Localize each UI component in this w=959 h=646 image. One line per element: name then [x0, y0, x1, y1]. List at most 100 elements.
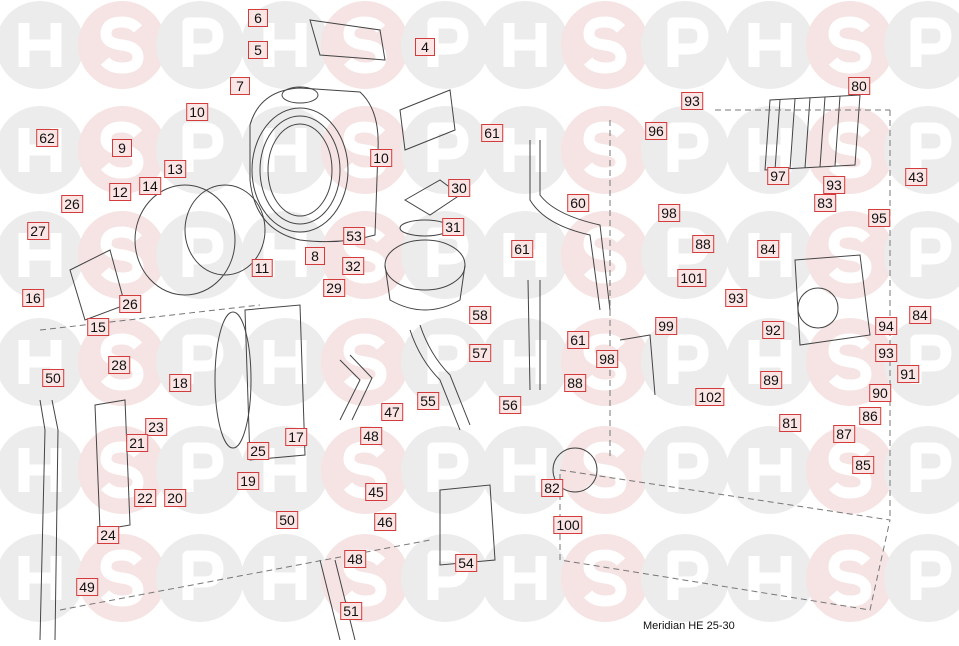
- part-number-label[interactable]: 57: [469, 344, 491, 362]
- part-number-label[interactable]: 93: [823, 176, 845, 194]
- part-number-label[interactable]: 27: [27, 222, 49, 240]
- part-number-label[interactable]: 10: [370, 149, 392, 167]
- part-number-label[interactable]: 81: [779, 414, 801, 432]
- part-number-label[interactable]: 56: [499, 396, 521, 414]
- watermark-circle: [884, 211, 959, 299]
- part-number-label[interactable]: 30: [448, 179, 470, 197]
- part-number-label[interactable]: 23: [145, 418, 167, 436]
- part-number-label[interactable]: 19: [237, 472, 259, 490]
- part-number-label[interactable]: 25: [247, 442, 269, 460]
- watermark-letter-graphic: [182, 122, 224, 172]
- part-number-label[interactable]: 11: [251, 259, 273, 277]
- part-number-label[interactable]: 91: [897, 365, 919, 383]
- heat-exchanger-part: [249, 86, 379, 243]
- watermark-letter-graphic: [828, 226, 872, 284]
- part-number-label[interactable]: 14: [139, 177, 161, 195]
- part-number-label[interactable]: 94: [875, 317, 897, 335]
- part-number-label[interactable]: 61: [481, 124, 503, 142]
- part-number-label[interactable]: 32: [342, 257, 364, 275]
- part-number-label[interactable]: 48: [360, 427, 382, 445]
- part-number-label[interactable]: 86: [859, 407, 881, 425]
- part-number-label[interactable]: 93: [875, 344, 897, 362]
- watermark-letter-graphic: [503, 448, 547, 492]
- part-number-label[interactable]: 18: [169, 374, 191, 392]
- part-number-label[interactable]: 61: [567, 331, 589, 349]
- part-number-label[interactable]: 50: [276, 511, 298, 529]
- part-number-label[interactable]: 84: [757, 240, 779, 258]
- part-number-label[interactable]: 55: [417, 392, 439, 410]
- part-number-label[interactable]: 88: [564, 374, 586, 392]
- part-number-label[interactable]: 50: [42, 369, 64, 387]
- part-number-label[interactable]: 58: [469, 306, 491, 324]
- part-number-label[interactable]: 21: [126, 434, 148, 452]
- part-number-label[interactable]: 90: [869, 384, 891, 402]
- part-number-label[interactable]: 45: [365, 483, 387, 501]
- part-number-label[interactable]: 26: [119, 295, 141, 313]
- gas-valve-part: [439, 447, 598, 566]
- part-number-label[interactable]: 49: [76, 578, 98, 596]
- watermark-letter-graphic: [828, 16, 872, 74]
- part-number-label[interactable]: 98: [596, 350, 618, 368]
- part-number-label[interactable]: 84: [909, 306, 931, 324]
- part-number-label[interactable]: 10: [186, 103, 208, 121]
- part-number-label[interactable]: 80: [848, 77, 870, 95]
- part-number-label[interactable]: 24: [97, 526, 119, 544]
- part-number-label[interactable]: 101: [677, 269, 707, 287]
- part-number-label[interactable]: 12: [109, 183, 131, 201]
- watermark-letter-graphic: [667, 17, 709, 67]
- part-number-label[interactable]: 96: [645, 122, 667, 140]
- part-number-label[interactable]: 51: [340, 602, 362, 620]
- part-number-label[interactable]: 22: [134, 489, 156, 507]
- part-number-label[interactable]: 97: [767, 167, 789, 185]
- part-number-label[interactable]: 4: [415, 38, 435, 56]
- part-number-label[interactable]: 16: [22, 289, 44, 307]
- part-number-label[interactable]: 47: [381, 403, 403, 421]
- part-number-label[interactable]: 98: [658, 204, 680, 222]
- part-number-label[interactable]: 26: [61, 195, 83, 213]
- part-number-label[interactable]: 85: [852, 456, 874, 474]
- part-number-label[interactable]: 62: [36, 129, 58, 147]
- part-number-label[interactable]: 6: [248, 9, 268, 27]
- part-number-label[interactable]: 89: [760, 371, 782, 389]
- part-number-label[interactable]: 88: [692, 235, 714, 253]
- part-number-label[interactable]: 93: [681, 92, 703, 110]
- watermark-letter-graphic: [910, 227, 952, 277]
- watermark-circle: [884, 106, 959, 194]
- part-number-label[interactable]: 82: [541, 479, 563, 497]
- chassis-frame-part: [39, 109, 891, 611]
- watermark-letter-graphic: [828, 441, 872, 499]
- part-number-label[interactable]: 13: [164, 160, 186, 178]
- part-number-label[interactable]: 95: [868, 209, 890, 227]
- part-number-label[interactable]: 54: [455, 554, 477, 572]
- watermark-letter-graphic: [100, 441, 144, 499]
- part-number-label[interactable]: 60: [567, 194, 589, 212]
- part-number-label[interactable]: 99: [655, 317, 677, 335]
- part-number-label[interactable]: 8: [305, 247, 325, 265]
- watermark-letter-graphic: [18, 233, 62, 277]
- watermark-circle: [78, 1, 166, 89]
- part-number-label[interactable]: 83: [814, 194, 836, 212]
- part-number-label[interactable]: 92: [762, 321, 784, 339]
- part-number-label[interactable]: 46: [374, 513, 396, 531]
- part-number-label[interactable]: 15: [87, 318, 109, 336]
- part-number-label[interactable]: 43: [905, 168, 927, 186]
- part-number-label[interactable]: 29: [323, 279, 345, 297]
- part-number-label[interactable]: 48: [344, 550, 366, 568]
- part-number-label[interactable]: 53: [343, 227, 365, 245]
- part-number-label[interactable]: 93: [725, 289, 747, 307]
- part-number-label[interactable]: 5: [248, 41, 268, 59]
- part-number-label[interactable]: 20: [164, 489, 186, 507]
- part-number-label[interactable]: 102: [695, 388, 725, 406]
- watermark-circle: [241, 534, 329, 622]
- part-number-label[interactable]: 31: [442, 218, 464, 236]
- part-number-label[interactable]: 87: [833, 425, 855, 443]
- watermark-letter-graphic: [748, 448, 792, 492]
- part-number-label[interactable]: 17: [285, 428, 307, 446]
- model-caption: Meridian HE 25-30: [643, 620, 735, 632]
- watermark-circle: [641, 106, 729, 194]
- part-number-label[interactable]: 28: [108, 356, 130, 374]
- part-number-label[interactable]: 7: [230, 77, 250, 95]
- part-number-label[interactable]: 9: [112, 139, 132, 157]
- part-number-label[interactable]: 61: [511, 240, 533, 258]
- part-number-label[interactable]: 100: [553, 516, 583, 534]
